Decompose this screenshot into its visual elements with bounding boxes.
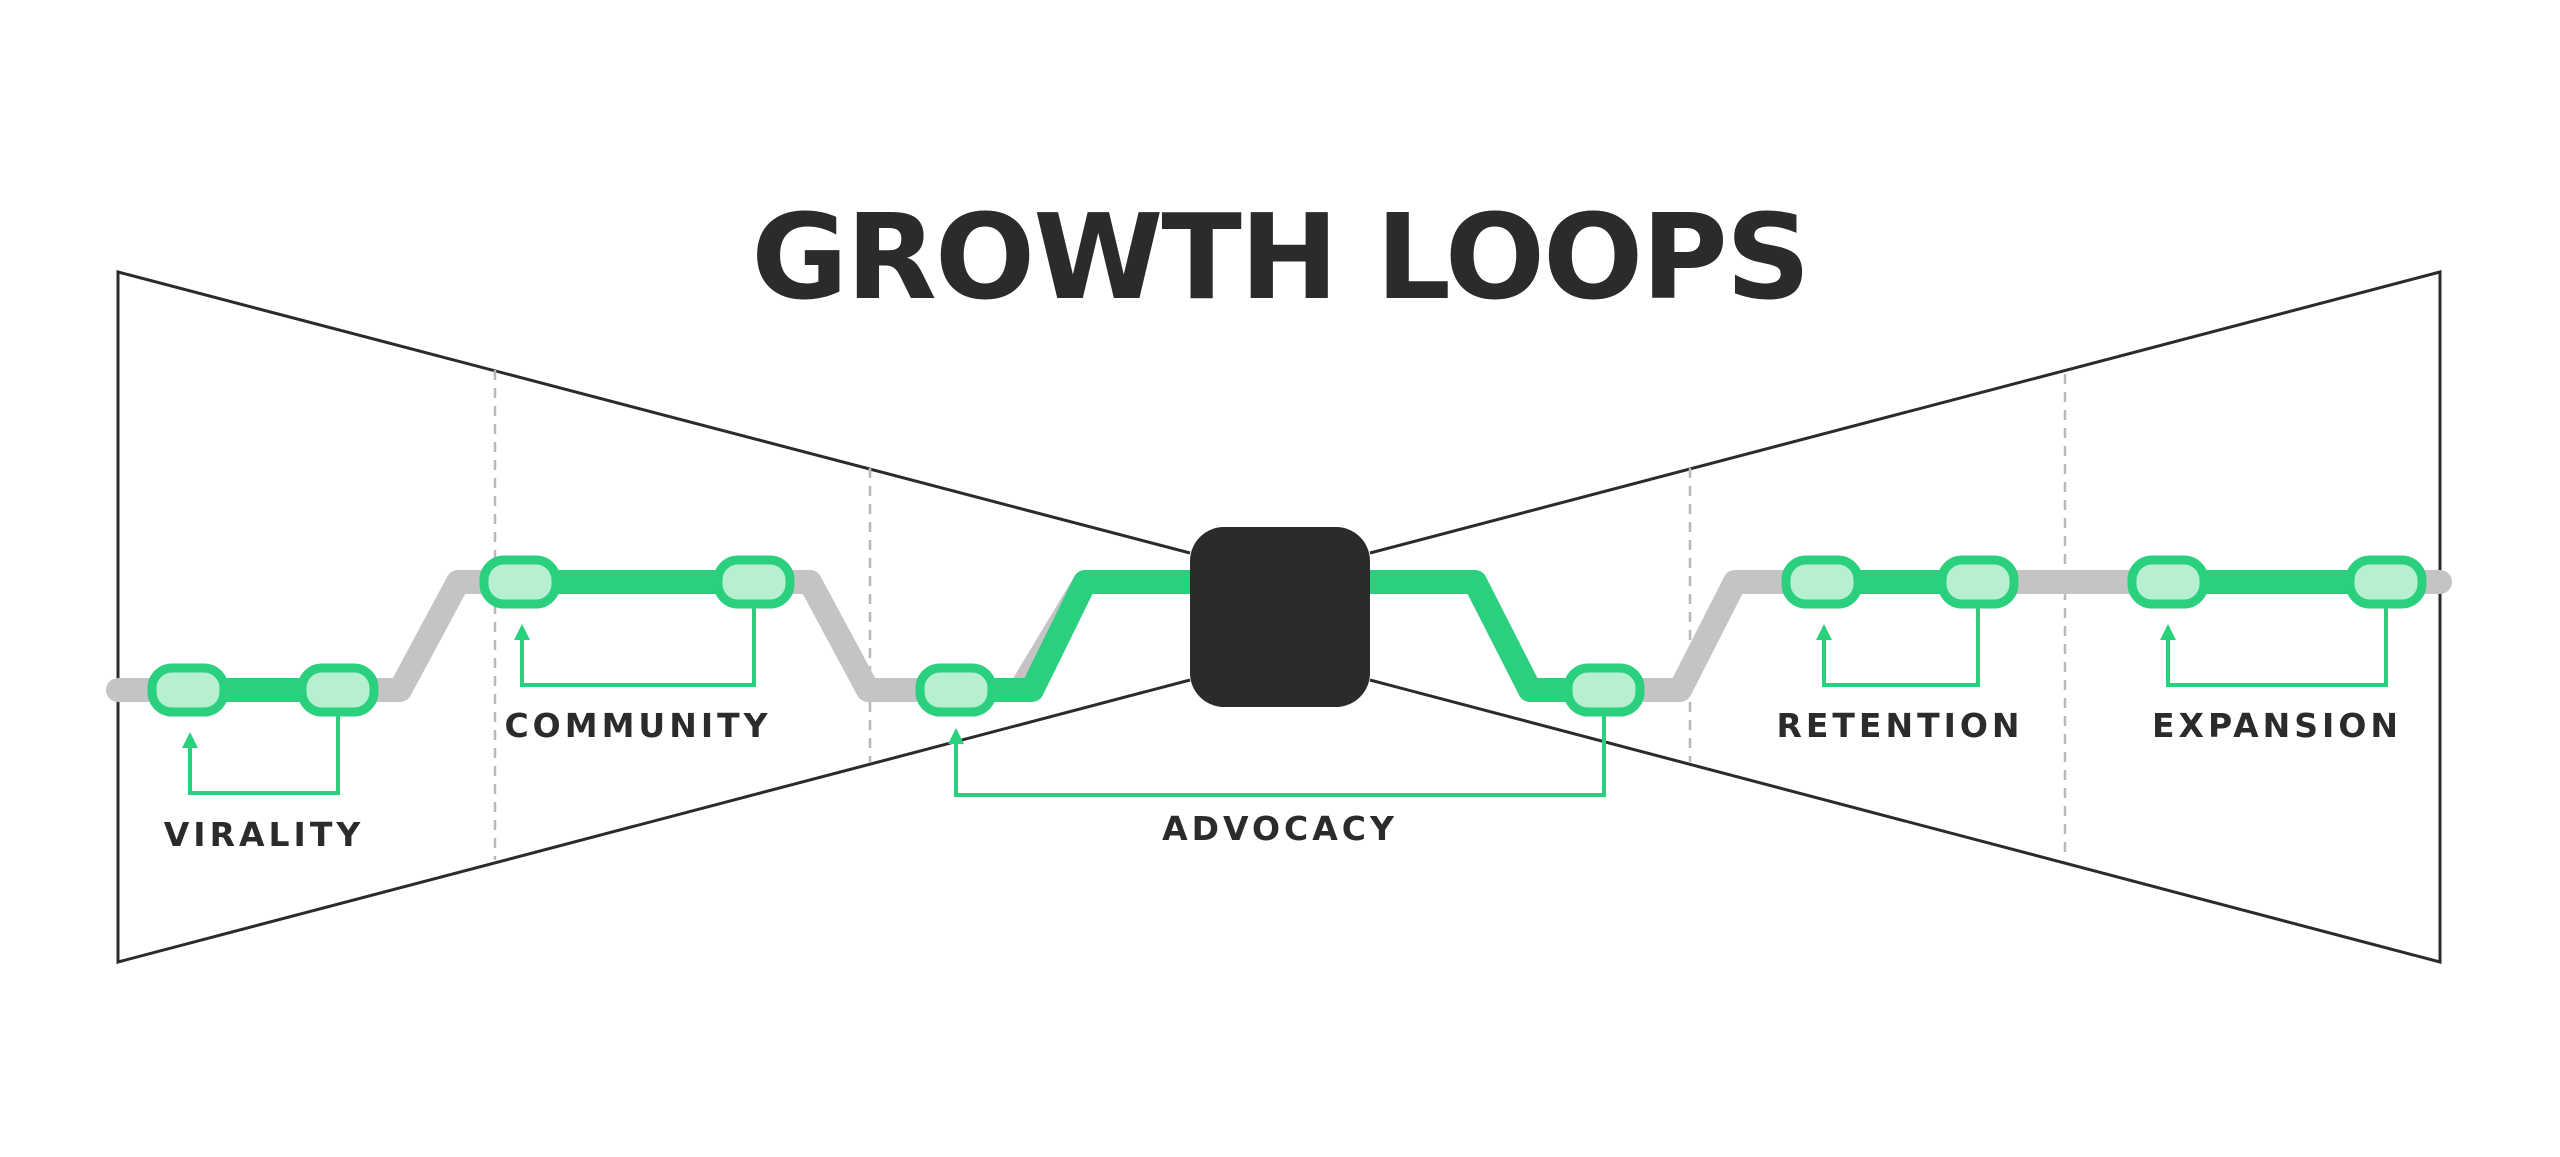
stage-dividers: [493, 370, 2067, 860]
loop-nodes: [147, 555, 2427, 717]
right-funnel-outline: [1369, 270, 2442, 964]
retention-end-node: [1937, 555, 2019, 609]
community-start-node: [479, 555, 561, 609]
advocacy-arrow-icon: [948, 728, 964, 744]
stage-label-expansion: EXPANSION: [2152, 706, 2402, 745]
expansion-loop-arrow: [2160, 604, 2388, 687]
virality-end-node: [297, 663, 379, 717]
advocacy-start-node: [915, 663, 997, 717]
virality-start-node: [147, 663, 229, 717]
loop-arrows: [182, 604, 2388, 797]
stage-label-retention: RETENTION: [1776, 706, 2023, 745]
retention-arrow-icon: [1816, 624, 1832, 640]
stage-label-advocacy: ADVOCACY: [1162, 809, 1398, 848]
community-loop-arrow: [514, 604, 756, 687]
page-title: GROWTH LOOPS: [751, 188, 1809, 326]
stage-labels: VIRALITY COMMUNITY ADVOCACY RETENTION EX…: [164, 706, 2402, 854]
center-block: [1190, 527, 1370, 707]
community-end-node: [713, 555, 795, 609]
expansion-end-node: [2345, 555, 2427, 609]
virality-loop-arrow: [182, 712, 340, 795]
stage-label-virality: VIRALITY: [164, 815, 364, 854]
expansion-arrow-icon: [2160, 624, 2176, 640]
left-funnel-outline: [116, 270, 1191, 964]
community-arrow-icon: [514, 624, 530, 640]
virality-arrow-icon: [182, 732, 198, 748]
retention-loop-arrow: [1816, 604, 1980, 687]
funnel-outline: [116, 270, 2442, 964]
expansion-start-node: [2127, 555, 2209, 609]
stage-label-community: COMMUNITY: [504, 706, 771, 745]
retention-start-node: [1781, 555, 1863, 609]
advocacy-end-node: [1563, 663, 1645, 717]
advocacy-loop-arrow: [948, 712, 1606, 797]
